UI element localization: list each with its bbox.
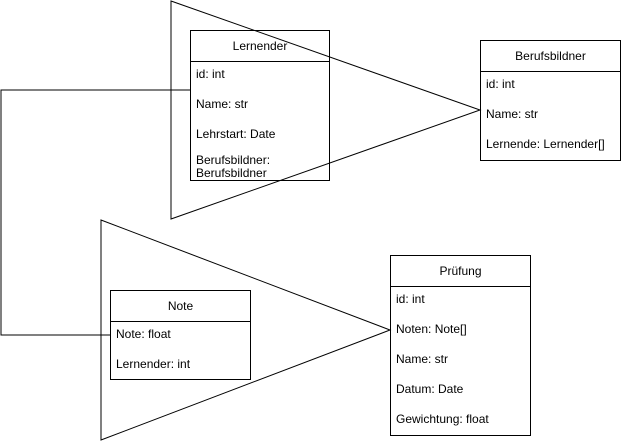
class-attribute: Name: str	[486, 107, 539, 121]
class-attribute: Berufsbildner: Berufsbildner	[196, 153, 271, 180]
class-attribute: Datum: Date	[396, 382, 464, 396]
class-title: Prüfung	[391, 256, 530, 287]
class-lernender[interactable]: Lernender id: int Name: str Lehrstart: D…	[190, 30, 330, 181]
class-attribute: Name: str	[196, 97, 249, 111]
class-berufsbildner[interactable]: Berufsbildner id: int Name: str Lernende…	[480, 40, 621, 161]
connector-note-lernender	[0, 89, 190, 336]
class-title: Lernender	[191, 31, 329, 62]
connector-note-pruefung	[100, 219, 392, 441]
class-pruefung[interactable]: Prüfung id: int Noten: Note[] Name: str …	[390, 255, 531, 436]
class-attribute: Lehrstart: Date	[196, 127, 276, 141]
class-attribute: Name: str	[396, 352, 449, 366]
class-attribute: id: int	[486, 77, 515, 91]
class-attribute: id: int	[396, 292, 425, 306]
class-attribute: Noten: Note[]	[396, 322, 467, 336]
class-attribute: id: int	[196, 67, 225, 81]
connector-lernender-berufsbildner	[170, 0, 482, 220]
class-attribute: Lernender: int	[116, 357, 191, 371]
class-attribute: Lernende: Lernender[]	[486, 137, 605, 151]
class-attribute: Note: float	[116, 327, 171, 341]
class-title: Berufsbildner	[481, 41, 620, 72]
class-title: Note	[111, 291, 250, 322]
class-note[interactable]: Note Note: float Lernender: int	[110, 290, 251, 380]
class-attribute: Gewichtung: float	[396, 412, 489, 426]
